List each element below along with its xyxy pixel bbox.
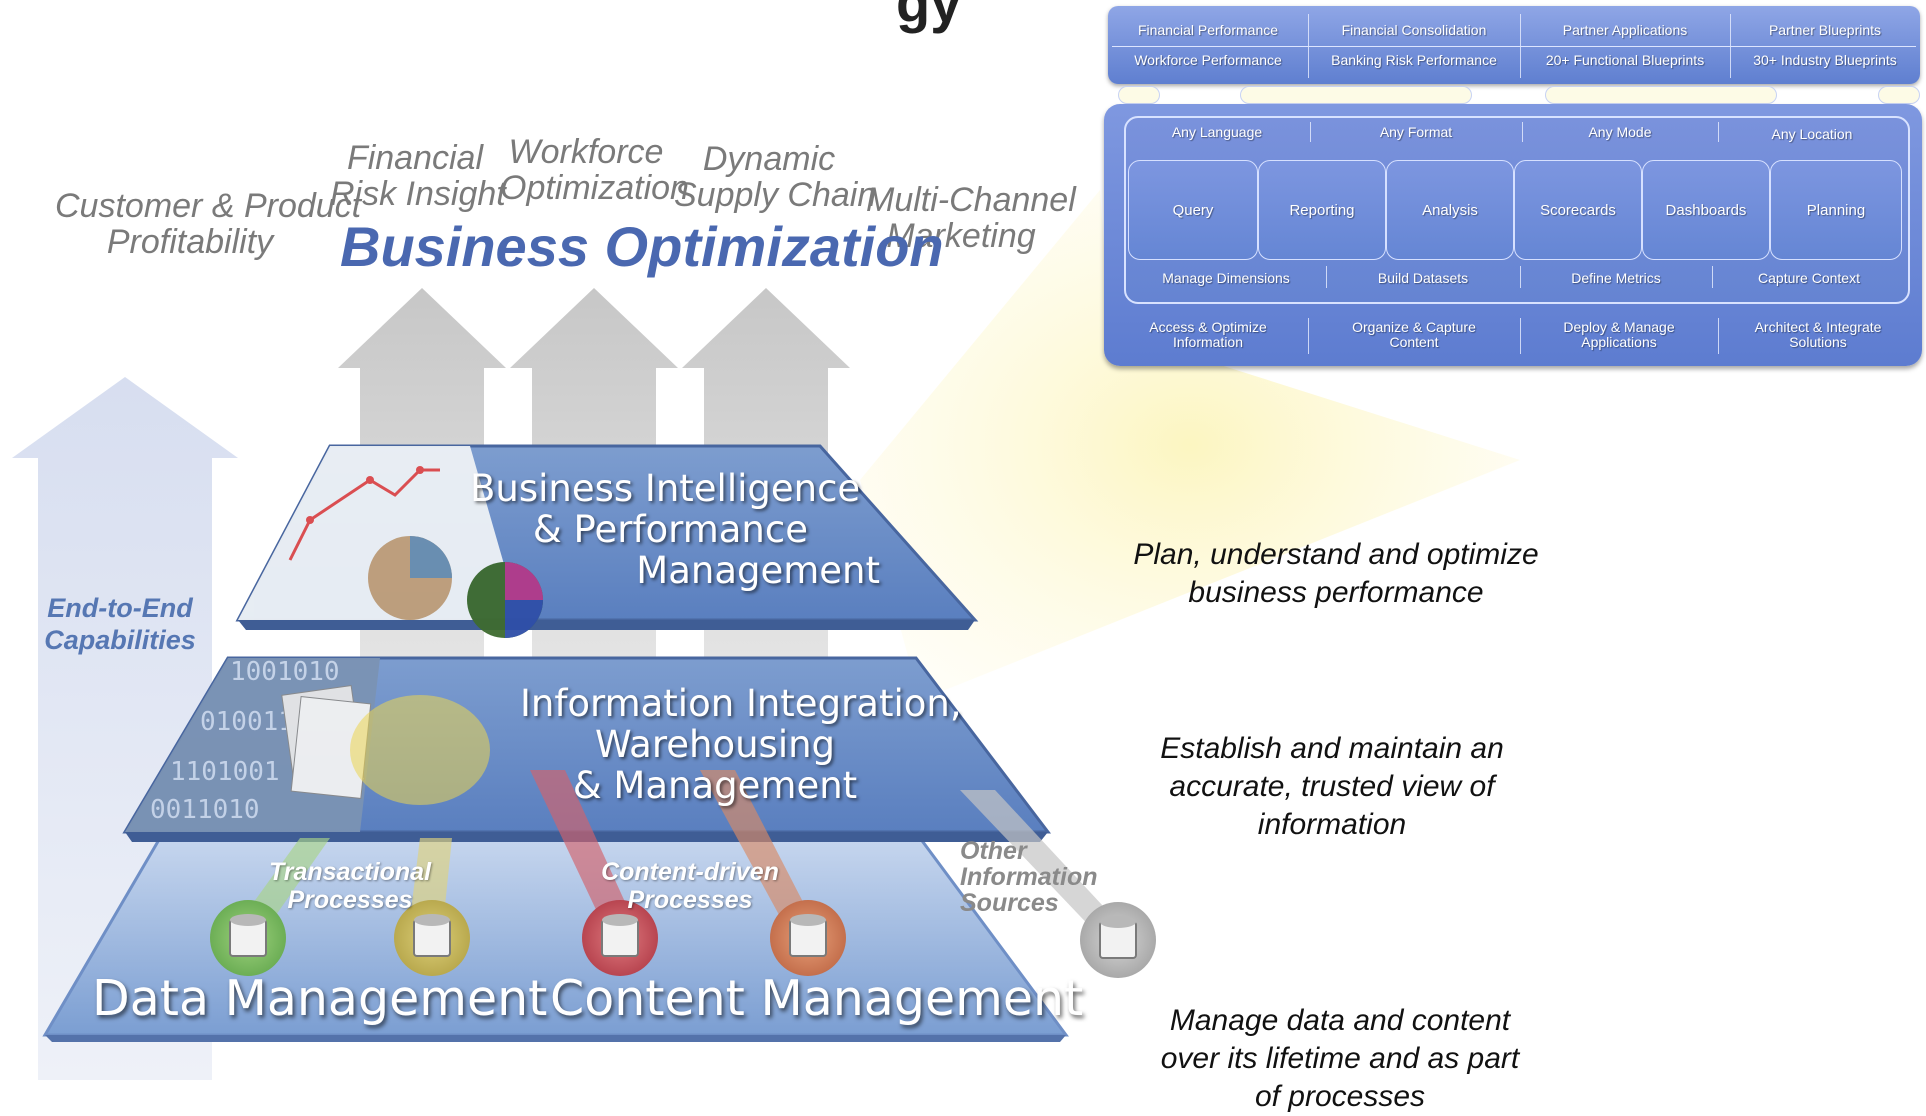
panel-financial-consolidation: Financial Consolidation — [1341, 22, 1487, 38]
panel-any-location: Any Location — [1771, 126, 1853, 142]
cropped-title-fragment: gy — [896, 0, 962, 34]
panel-any-language: Any Language — [1171, 124, 1263, 140]
panel-build-datasets: Build Datasets — [1377, 270, 1469, 286]
panel-partner-blueprints: Partner Blueprints — [1768, 22, 1882, 38]
panel-tile-dashboards: Dashboards — [1642, 160, 1770, 260]
svg-text:0011010: 0011010 — [150, 795, 260, 825]
panel-any-mode: Any Mode — [1588, 124, 1652, 140]
panel-top-bar — [1108, 6, 1920, 84]
panel-industry-blueprints: 30+ Industry Blueprints — [1753, 52, 1897, 68]
layer-information-integration: Information Integration, Warehousing & M… — [520, 682, 962, 807]
panel-manage-dimensions: Manage Dimensions — [1162, 270, 1290, 286]
panel-financial-performance: Financial Performance — [1137, 22, 1279, 38]
panel-any-format: Any Format — [1379, 124, 1453, 140]
panel-tile-planning: Planning — [1770, 160, 1902, 260]
panel-tile-query: Query — [1128, 160, 1258, 260]
panel-banking-risk-performance: Banking Risk Performance — [1331, 52, 1497, 68]
layer-content-management: Content Management — [550, 970, 1084, 1027]
layer-business-intelligence: Business Intelligence & Performance Mana… — [470, 467, 880, 592]
panel-partner-applications: Partner Applications — [1562, 22, 1688, 38]
panel-define-metrics: Define Metrics — [1571, 270, 1661, 286]
panel-workforce-performance: Workforce Performance — [1134, 52, 1282, 68]
panel-functional-blueprints: 20+ Functional Blueprints — [1545, 52, 1705, 68]
business-optimization-title: Business Optimization — [340, 215, 944, 278]
panel-capture-context: Capture Context — [1758, 270, 1860, 286]
svg-text:1101001: 1101001 — [170, 757, 280, 787]
panel-tile-scorecards: Scorecards — [1514, 160, 1642, 260]
layer-data-management: Data Management — [92, 970, 548, 1027]
svg-text:1001010: 1001010 — [230, 657, 340, 687]
panel-tile-analysis: Analysis — [1386, 160, 1514, 260]
panel-tile-reporting: Reporting — [1258, 160, 1386, 260]
